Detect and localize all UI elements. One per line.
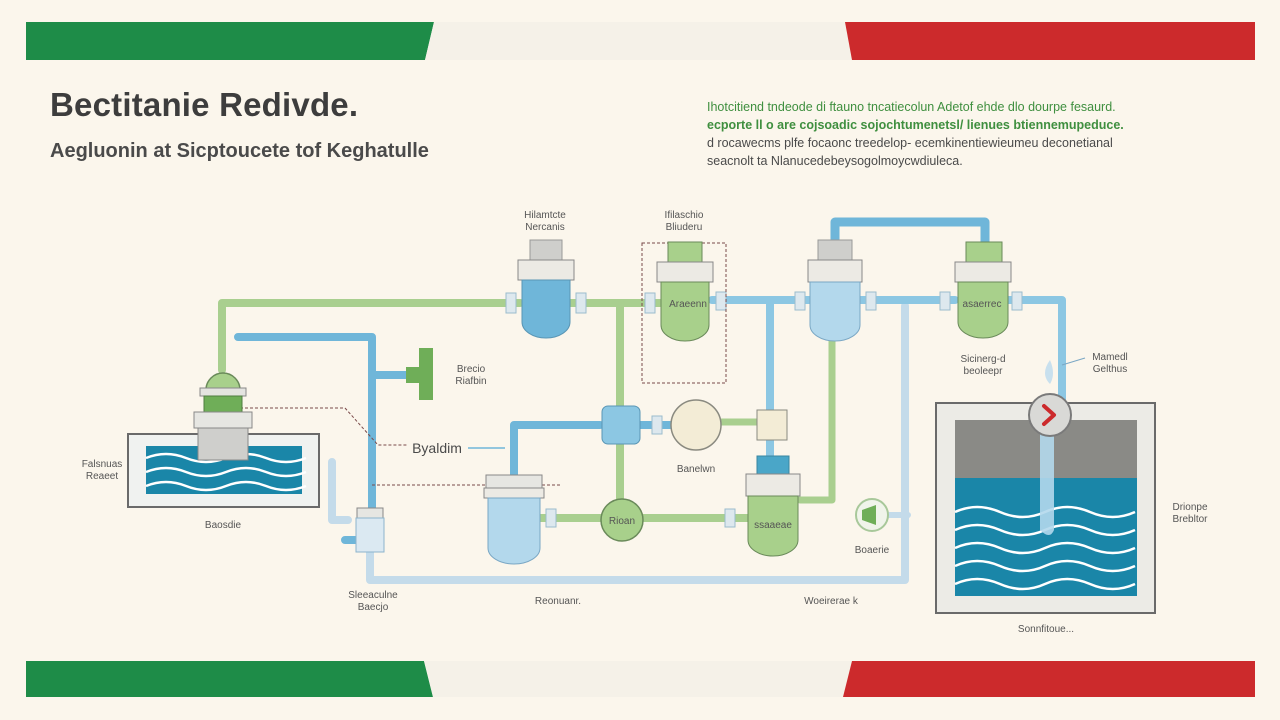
label-bottom-mid-1: Reonuanr. [535, 596, 581, 607]
label-intake-side-a: Falsnuas [82, 459, 123, 470]
small-filter [355, 507, 385, 553]
label-basin-side-a: Drionpe [1172, 502, 1207, 513]
label-unit-right-b: beoleepr [964, 366, 1004, 377]
far-right-leader [1061, 357, 1086, 366]
basin-inlet-valve [1028, 393, 1072, 437]
blue-basin-feed-pipe [1001, 296, 1066, 404]
bottom-band-white [424, 661, 852, 697]
intake-pump-unit [193, 372, 253, 461]
label-tank-2: Araeenn [669, 299, 707, 310]
valve-actuator [406, 348, 433, 400]
label-tank-4: asaerrec [963, 299, 1002, 310]
label-intake-bottom: Baosdie [205, 520, 242, 531]
label-top-unit-2-a: Ifilaschio [665, 210, 704, 221]
green-pump [600, 498, 644, 542]
center-circle [670, 399, 722, 451]
top-vessel-2 [656, 241, 714, 342]
label-pump: Rioan [609, 516, 635, 527]
label-small-valve: Boaerie [855, 545, 890, 556]
label-unit-right-a: Sicinerg-d [960, 354, 1005, 365]
label-basin-side-b: Brebltor [1172, 514, 1208, 525]
description-line: d rocawecms plfe focaonc treedelop- ecem… [707, 136, 1113, 150]
small-green-valve [855, 498, 889, 532]
description-line: ecporte ll o are cojsoadic sojochtumenet… [707, 118, 1124, 132]
label-basin-bottom: Sonnfitoue... [1018, 624, 1074, 635]
label-far-right-a: Mamedl [1092, 352, 1128, 363]
top-band-red [845, 22, 1255, 60]
label-top-unit-1-a: Hilamtcte [524, 210, 566, 221]
description-line: seacnolt ta Nlanucedebeysogolmoycwdiulec… [707, 154, 963, 168]
bottom-band-green [26, 661, 433, 697]
label-far-right-b: Gelthus [1093, 364, 1127, 375]
page-title: Bectitanie Redivde. [50, 86, 359, 123]
label-bottom-mid-2: Woeirerae k [804, 596, 859, 607]
bottom-flag-band [0, 659, 1280, 699]
blue-overhead-pipe [830, 217, 990, 263]
blue-mid-pipe [510, 421, 676, 482]
label-tank-low: ssaaeae [754, 520, 792, 531]
top-vessel-4 [954, 241, 1012, 339]
top-vessel-3 [807, 239, 863, 342]
drop-icon [1045, 360, 1053, 384]
return-pipe [328, 302, 909, 584]
pipe-fittings [505, 291, 1023, 528]
label-bottom-left-a: Sleeaculne [348, 590, 398, 601]
page-subtitle: Aegluonin at Sicptoucete tof Keghatulle [50, 140, 429, 162]
label-top-unit-1-b: Nercanis [525, 222, 564, 233]
blue-pump [601, 405, 641, 445]
top-flag-band [0, 22, 1280, 62]
diagram-labels: Hilamtcte Nercanis Ifilaschio Bliuderu A… [82, 210, 1208, 635]
top-vessel-1 [517, 239, 575, 339]
label-valve-b: Riafbin [455, 376, 486, 387]
label-valve-a: Brecio [457, 364, 486, 375]
description-line: Ihotcitiend tndeode di ftauno tncatiecol… [707, 100, 1116, 114]
intake-basin [127, 433, 320, 508]
label-top-unit-2-b: Bliuderu [666, 222, 703, 233]
label-buildim: Byaldim [412, 440, 462, 456]
bottom-band-red [843, 661, 1255, 697]
label-bottom-left-b: Baecjo [358, 602, 389, 613]
green-lower-pipe [536, 299, 764, 522]
lower-vessel-blue [483, 474, 545, 565]
label-center-circle: Banelwn [677, 464, 715, 475]
top-band-white [425, 22, 852, 60]
label-intake-side-b: Reaeet [86, 471, 118, 482]
top-band-green [26, 22, 434, 60]
description-block: Ihotcitiend tndeode di ftauno tncatiecol… [707, 98, 1237, 170]
lower-vessel-green [745, 455, 801, 557]
center-square [756, 409, 788, 441]
